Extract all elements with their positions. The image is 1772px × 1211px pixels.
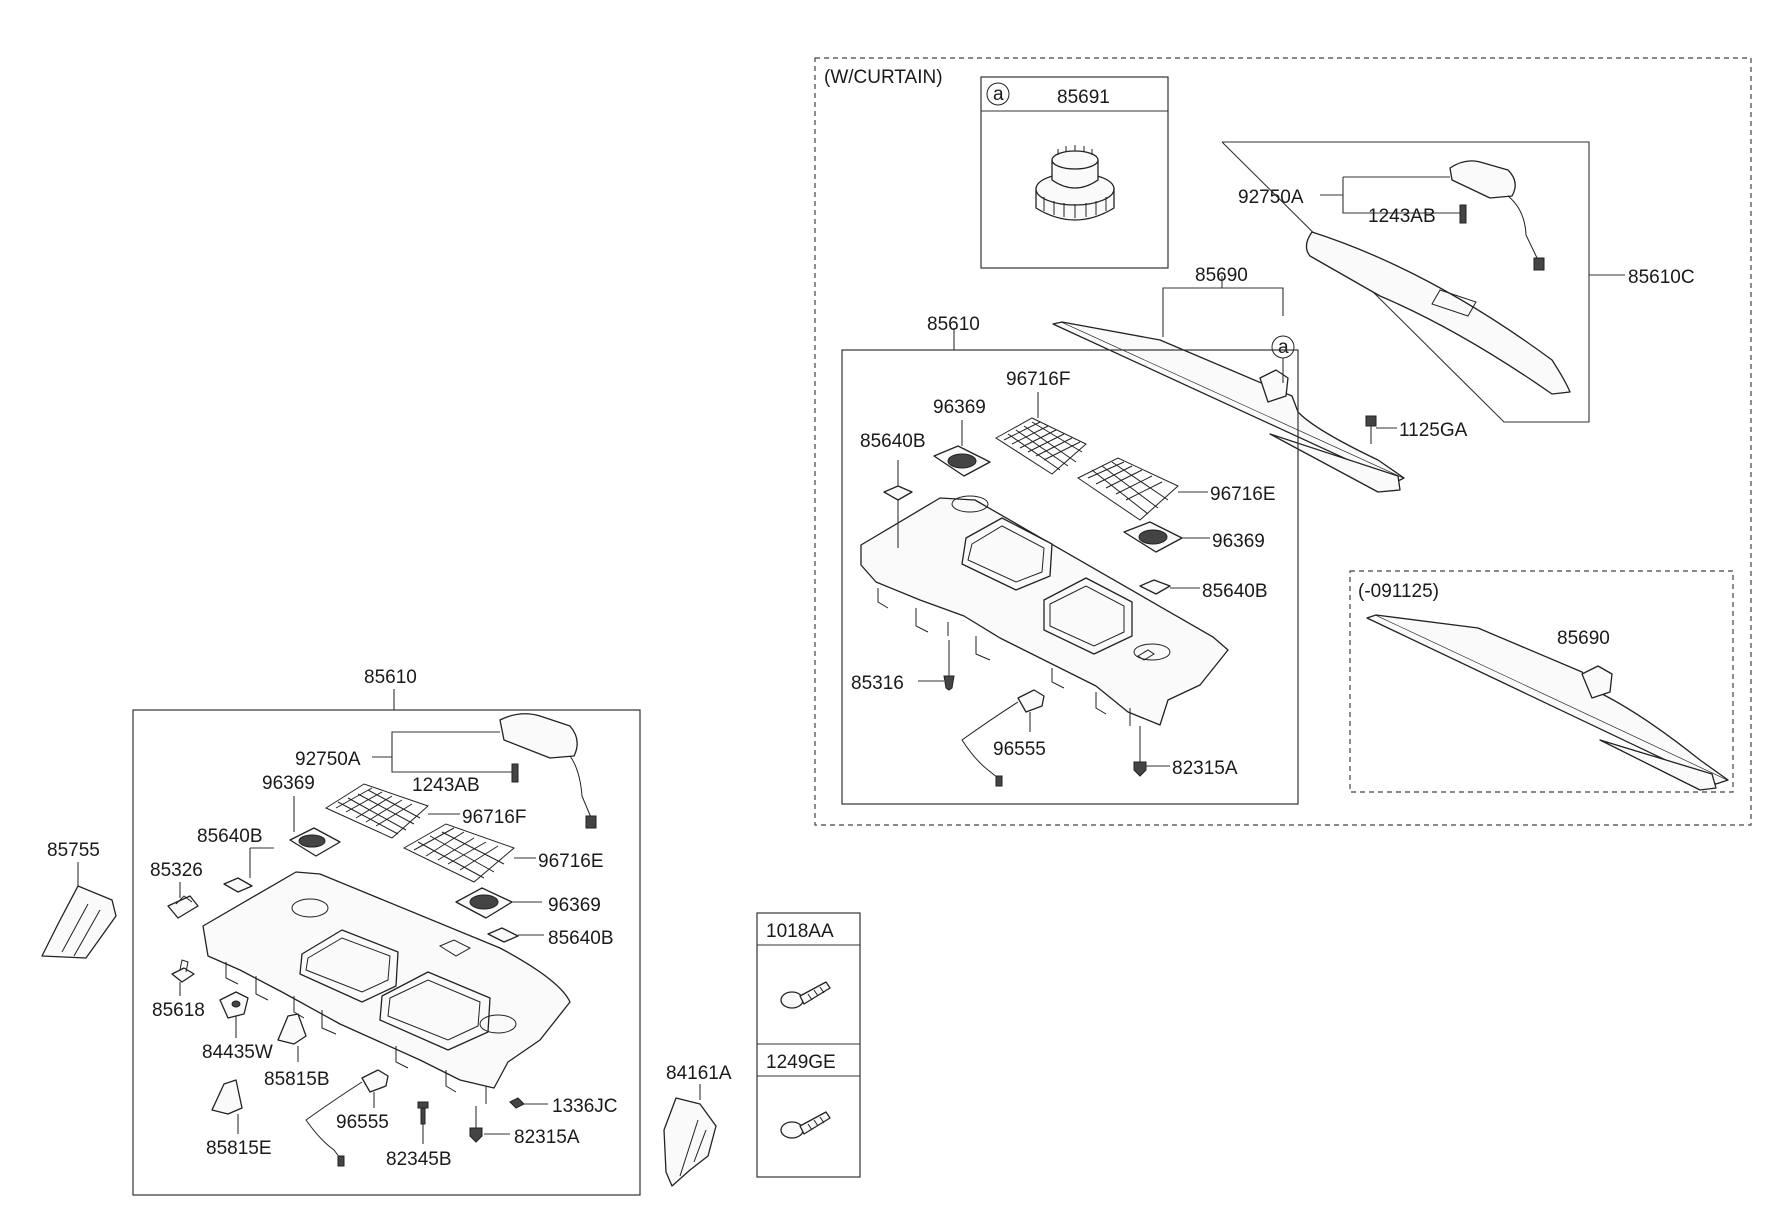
grille-96716E-main (402, 823, 515, 883)
speaker-cover-96369-main-a (289, 827, 341, 857)
label-92750A-main: 92750A (295, 749, 361, 770)
curtain-assembly-85690 (1052, 321, 1405, 493)
clip-85640B-curtain-b (1139, 579, 1171, 595)
curtain-assembly-85690-prior (1366, 614, 1729, 791)
clip-85640B-curtain-a (883, 485, 913, 501)
label-85690-prior: 85690 (1557, 628, 1610, 649)
label-96369-main-b: 96369 (548, 895, 601, 916)
hook-85618 (171, 959, 195, 983)
label-96369-curtain-b: 96369 (1212, 531, 1265, 552)
label-85640B-curtain-a: 85640B (860, 431, 926, 452)
grille-96716F-main (324, 783, 429, 839)
prior-group-title: (-091125) (1358, 581, 1439, 602)
callout-letter: a (993, 84, 1004, 105)
clip-84435W (219, 991, 249, 1019)
label-85618: 85618 (152, 1000, 205, 1021)
label-82315A-main: 82315A (514, 1127, 580, 1148)
label-85815E: 85815E (206, 1138, 272, 1159)
label-85610-curtain: 85610 (927, 314, 980, 335)
label-85640B-curtain-b: 85640B (1202, 581, 1268, 602)
callout-part-number: 85691 (1057, 87, 1110, 108)
bolt-82345B (417, 1101, 429, 1125)
clip-85640B-main-b (487, 927, 519, 943)
label-92750A-curtain: 92750A (1238, 187, 1304, 208)
label-85326: 85326 (150, 860, 203, 881)
trim-84161A (663, 1097, 717, 1187)
harness-96555-main (305, 1069, 389, 1167)
label-85610-main: 85610 (364, 667, 417, 688)
grille-96716F-curtain (995, 417, 1087, 475)
fastener-85316 (943, 675, 955, 691)
callout-letter-ref: a (1278, 337, 1289, 358)
nut-82315A-curtain (1133, 761, 1147, 777)
hatch-shelf-85610C (1221, 141, 1625, 423)
bracket-85815E (211, 1079, 243, 1115)
clip-85640B-main-a (223, 877, 253, 893)
label-96716F-main: 96716F (462, 807, 526, 828)
label-1336JC: 1336JC (552, 1096, 618, 1117)
speaker-cover-96369-curtain-a (933, 445, 991, 477)
label-85316: 85316 (851, 673, 904, 694)
label-96369-curtain-a: 96369 (933, 397, 986, 418)
label-85640B-main-b: 85640B (548, 928, 614, 949)
curtain-group-frame (814, 57, 1752, 826)
rear-shelf-panel-main (202, 871, 571, 1104)
label-85610C: 85610C (1628, 267, 1695, 288)
label-96555-main: 96555 (336, 1112, 389, 1133)
label-96369-main-a: 96369 (262, 773, 315, 794)
rear-shelf-box-main (132, 709, 641, 1196)
label-84435W: 84435W (202, 1042, 273, 1063)
label-96555-curtain: 96555 (993, 739, 1046, 760)
label-82315A-curtain: 82315A (1172, 758, 1238, 779)
stop-lamp-92750A-main (499, 713, 597, 829)
screw-1249GE (780, 1111, 831, 1139)
label-85640B-main-a: 85640B (197, 826, 263, 847)
label-85690-curtain: 85690 (1195, 265, 1248, 286)
rear-shelf-panel-curtain (860, 495, 1229, 726)
curtain-group-title: (W/CURTAIN) (824, 67, 943, 88)
hardware-1018AA-label: 1018AA (766, 921, 834, 942)
hardware-1249GE-label: 1249GE (766, 1052, 836, 1073)
speaker-cover-96369-main-b (455, 887, 513, 919)
grille-96716E-curtain (1077, 457, 1179, 521)
gear-knob-part (1035, 145, 1115, 221)
label-84161A: 84161A (666, 1063, 732, 1084)
label-82345B: 82345B (386, 1149, 452, 1170)
callout-85691-box: a 85691 (980, 76, 1169, 269)
label-96716F-curtain: 96716F (1006, 369, 1070, 390)
label-96716E-curtain: 96716E (1210, 484, 1276, 505)
hardware-box: 1018AA 1249GE (756, 912, 861, 1178)
screw-1018AA (780, 981, 831, 1009)
label-1243AB-main: 1243AB (412, 775, 480, 796)
harness-96555-curtain (961, 689, 1045, 787)
label-96716E-main: 96716E (538, 851, 604, 872)
nut-82315A-main (469, 1127, 483, 1143)
label-85755: 85755 (47, 840, 100, 861)
label-85815B: 85815B (264, 1069, 330, 1090)
label-1125GA: 1125GA (1399, 420, 1468, 441)
label-1243AB-curtain: 1243AB (1368, 206, 1436, 227)
bracket-85815B (277, 1013, 307, 1045)
prior-group-frame (1349, 570, 1734, 793)
clip-85326 (167, 895, 199, 919)
rear-shelf-box-curtain (841, 349, 1299, 805)
